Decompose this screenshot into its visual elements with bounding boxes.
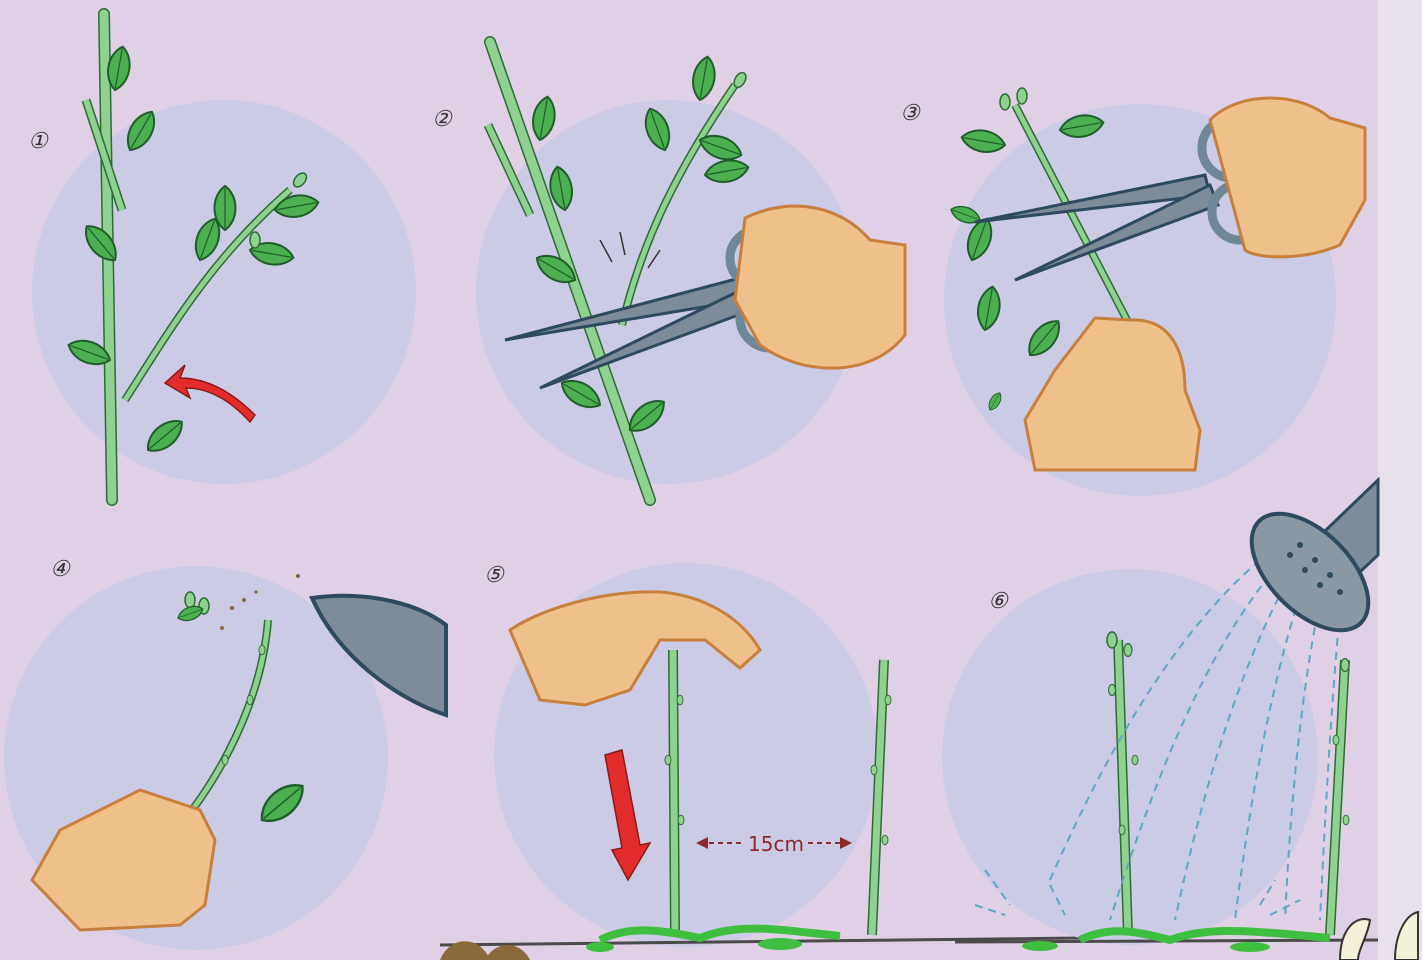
step-6-number: ⑥	[988, 589, 1009, 614]
step-6-panel: ⑥	[942, 480, 1418, 960]
step-2-panel: ②	[432, 42, 905, 500]
step-5-ground	[440, 929, 1080, 960]
step-4-panel: ④	[4, 557, 446, 950]
step-3-panel: ③	[900, 88, 1365, 496]
step-3-number: ③	[900, 101, 921, 126]
step-2-number: ②	[432, 107, 453, 132]
spacing-label: 15cm	[748, 832, 804, 856]
step-5-cutting-right	[871, 660, 891, 935]
step-4-number: ④	[50, 557, 71, 582]
step-5-number: ⑤	[484, 563, 505, 588]
step-1-circle	[32, 100, 416, 484]
step-1-number: ①	[28, 129, 49, 154]
step-1-panel: ①	[28, 14, 416, 500]
step-2-hand-icon	[735, 206, 905, 368]
